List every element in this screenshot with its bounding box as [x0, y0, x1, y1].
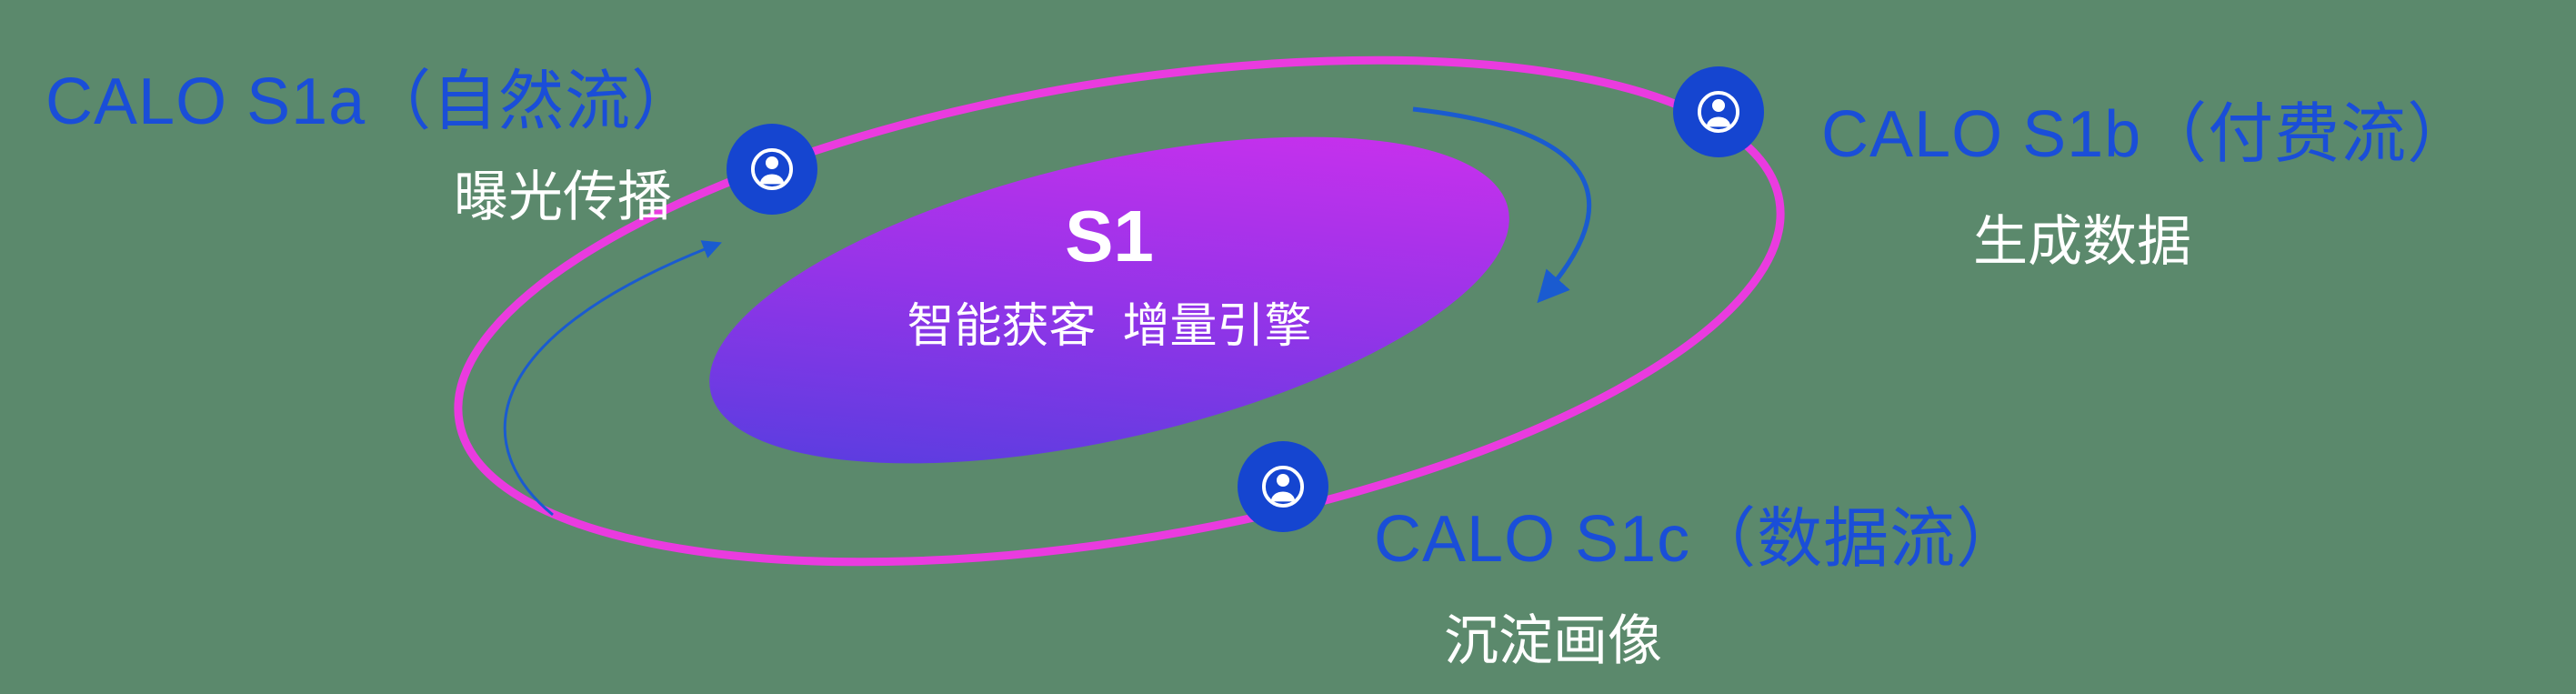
orbit-node-s1a	[727, 124, 817, 215]
orbit-node-s1b	[1673, 66, 1764, 157]
flow-arrow-left	[503, 240, 722, 517]
label-s1c-subtitle: 沉淀画像	[1444, 610, 1662, 671]
label-s1b-title: CALO S1b（付费流）	[1821, 98, 2474, 171]
user-circle-icon	[1261, 465, 1305, 508]
flow-arrow-top-right	[1412, 106, 1592, 304]
user-circle-icon	[1697, 90, 1740, 134]
label-s1b-subtitle: 生成数据	[1973, 211, 2191, 272]
user-circle-icon	[750, 147, 794, 191]
orbit-node-s1c	[1238, 441, 1328, 532]
label-s1a-title: CALO S1a（自然流）	[45, 65, 698, 138]
orbit-ring	[454, 55, 1785, 567]
core-gradient-ellipse	[709, 136, 1509, 464]
label-s1a-subtitle: 曝光传播	[454, 166, 672, 227]
label-s1c-title: CALO S1c（数据流）	[1374, 503, 2023, 576]
